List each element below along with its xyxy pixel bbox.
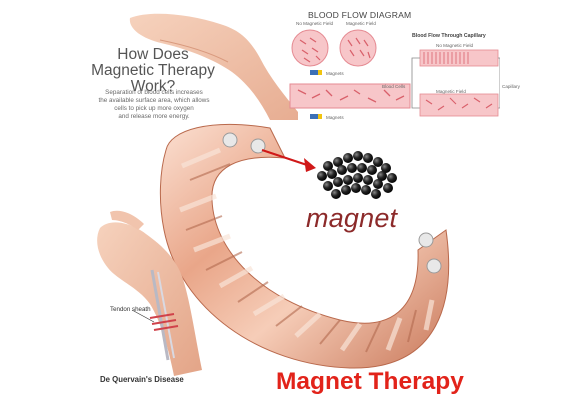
- explanation-line: the available surface area, which allows: [98, 97, 210, 104]
- headline-line: Work?: [130, 78, 176, 95]
- diagram-title: BLOOD FLOW DIAGRAM: [308, 10, 412, 20]
- capillary-label: Capillary: [502, 84, 520, 89]
- explanation-line: cells to pick up more oxygen: [114, 105, 194, 112]
- headline-line: How Does: [117, 46, 189, 63]
- explanation-line: and release more energy.: [118, 113, 190, 120]
- headline-line: Magnetic Therapy: [91, 62, 215, 79]
- no-field-label: No Magnetic Field: [296, 21, 334, 26]
- magnet-label: magnet: [306, 203, 398, 233]
- blood-flow-diagram: [289, 29, 500, 119]
- magnet-pellets: [317, 151, 397, 199]
- wrist-illustration: [97, 210, 202, 376]
- explanation-line: Separation of blood cells increases: [105, 89, 203, 96]
- capillary-field-label: Magnetic Field: [436, 89, 466, 94]
- capillary-title: Blood Flow Through Capillary: [412, 33, 486, 39]
- magnetic-field-label: Magnetic Field: [346, 21, 376, 26]
- hand-illustration: [129, 13, 298, 120]
- headline: How Does Magnetic Therapy Work?: [78, 47, 228, 95]
- copper-bracelet: [159, 123, 450, 369]
- capillary-no-field-label: No Magnetic Field: [436, 43, 474, 48]
- blood-cells-label: Blood Cells: [382, 84, 406, 89]
- explanation-text: Separation of blood cells increases the …: [80, 89, 228, 121]
- magnets-label: Magnets: [326, 115, 344, 120]
- magnets-label: Magnets: [326, 71, 344, 76]
- magnet-therapy-title: Magnet Therapy: [276, 368, 464, 395]
- tendon-label: Tendon sheath: [110, 306, 151, 313]
- disease-caption: De Quervain's Disease: [100, 375, 184, 384]
